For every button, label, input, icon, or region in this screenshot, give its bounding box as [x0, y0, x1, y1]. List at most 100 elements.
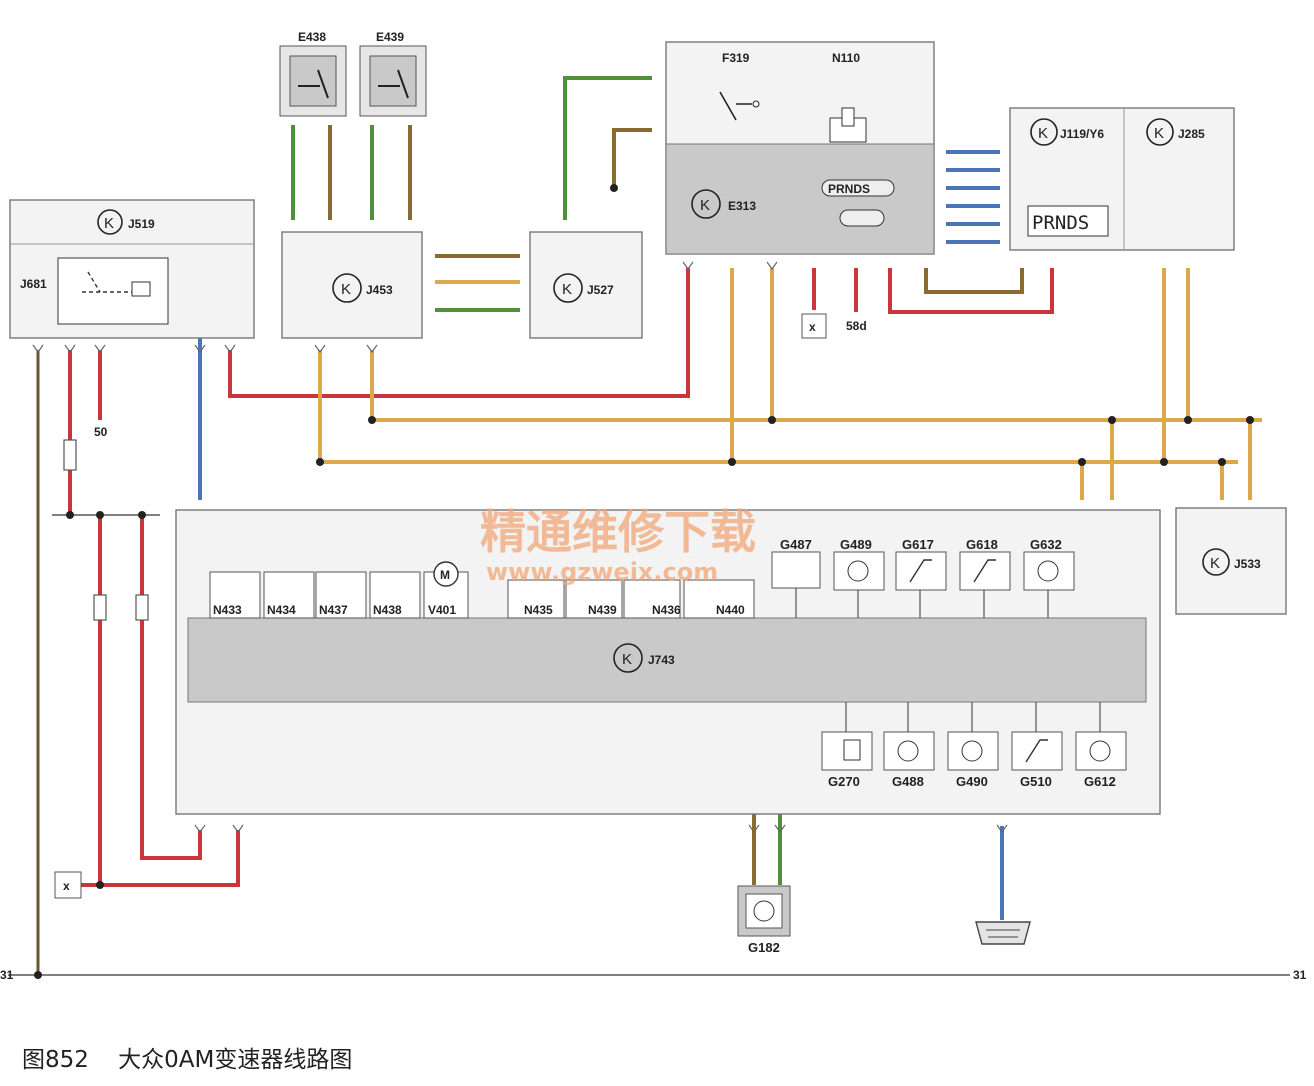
svg-text:N435: N435 [524, 603, 553, 617]
svg-text:G489: G489 [840, 537, 872, 552]
wires-e313-lower [730, 268, 1054, 462]
svg-text:N433: N433 [213, 603, 242, 617]
solenoid-n440: N440 [683, 579, 755, 619]
solenoid-n439: N439 [565, 579, 623, 619]
svg-text:N436: N436 [652, 603, 681, 617]
svg-text:J453: J453 [366, 283, 393, 297]
wires-e438-e439 [291, 125, 412, 220]
svg-text:M: M [440, 568, 450, 582]
module-j533: K J533 [1175, 507, 1287, 615]
svg-text:G632: G632 [1030, 537, 1062, 552]
svg-text:x: x [809, 320, 816, 334]
fuses [63, 439, 149, 621]
sensor-g487: G487 [771, 537, 821, 618]
watermark-url: www.gzweix.com [486, 558, 718, 586]
solenoid-n433: N433 [209, 571, 261, 619]
svg-text:K: K [1038, 125, 1048, 142]
svg-text:K: K [700, 197, 710, 214]
sensor-g618: G618 [959, 537, 1011, 618]
module-j119: K J119/Y6 PRNDS K J285 [1009, 107, 1235, 251]
solenoid-n436: N436 [623, 579, 681, 619]
svg-text:G487: G487 [780, 537, 812, 552]
module-j527: K J527 [529, 231, 643, 339]
sensor-g182: G182 [737, 885, 791, 955]
svg-text:K: K [622, 651, 632, 668]
label-f319: F319 [722, 51, 750, 65]
ground-label-left: 31 [0, 968, 14, 982]
figure-caption: 图852 大众0AM变速器线路图 [22, 1040, 352, 1074]
svg-text:G182: G182 [748, 940, 780, 955]
sensor-g612: G612 [1075, 702, 1127, 789]
svg-text:G488: G488 [892, 774, 924, 789]
solenoid-n435: N435 [507, 579, 565, 619]
svg-text:E313: E313 [728, 199, 756, 213]
solenoid-n438: N438 [369, 571, 421, 619]
svg-text:J527: J527 [587, 283, 614, 297]
svg-text:G510: G510 [1020, 774, 1052, 789]
wires-j519-power [52, 350, 240, 889]
svg-text:J285: J285 [1178, 127, 1205, 141]
wires-can-bus [318, 268, 1262, 500]
svg-text:x: x [63, 879, 70, 893]
diagnostic-connector-icon [975, 921, 1031, 945]
bus-junctions [316, 416, 1254, 466]
svg-text:E438: E438 [298, 30, 326, 44]
svg-text:N439: N439 [588, 603, 617, 617]
solenoid-n434: N434 [263, 571, 315, 619]
svg-text:G612: G612 [1084, 774, 1116, 789]
svg-text:J533: J533 [1234, 557, 1261, 571]
ground-bus-31: 31 31 [0, 350, 1307, 982]
svg-text:K: K [562, 281, 572, 298]
wire-brown-f319 [612, 128, 652, 188]
svg-text:N434: N434 [267, 603, 296, 617]
k-symbol: K [104, 215, 114, 232]
label-j681: J681 [20, 277, 47, 291]
wires-e313-j119 [946, 150, 1000, 244]
ground-label-right: 31 [1293, 968, 1307, 982]
module-j519: K J519 J681 [9, 199, 255, 339]
wire-green-j527-f319 [563, 76, 652, 220]
figure-title: 大众0AM变速器线路图 [118, 1047, 353, 1073]
switch-e438: E438 [279, 30, 347, 117]
svg-text:K: K [341, 281, 351, 298]
sensor-g489: G489 [833, 537, 885, 618]
terminal-50: 50 [94, 425, 108, 439]
sensor-g490: G490 [947, 702, 999, 789]
terminal-58d: 58d [846, 319, 867, 333]
watermark-text: 精通维修下载 [480, 505, 756, 559]
prnds-display: PRNDS [1032, 212, 1089, 234]
module-e313: F319 N110 K E313 PRNDS [665, 41, 935, 255]
svg-text:N438: N438 [373, 603, 402, 617]
prnds-selector: PRNDS [828, 182, 870, 196]
svg-text:K: K [1154, 125, 1164, 142]
switch-e439: E439 [359, 30, 427, 117]
svg-text:J743: J743 [648, 653, 675, 667]
svg-text:N440: N440 [716, 603, 745, 617]
figure-number: 图852 [22, 1047, 89, 1073]
svg-text:G617: G617 [902, 537, 934, 552]
connector-pins [32, 261, 1008, 834]
sensor-g632: G632 [1023, 537, 1075, 618]
svg-text:V401: V401 [428, 603, 456, 617]
svg-text:J119/Y6: J119/Y6 [1060, 127, 1104, 141]
label-n110: N110 [832, 51, 860, 65]
sensor-g617: G617 [895, 537, 947, 618]
terminal-x-left: x [54, 871, 82, 899]
svg-text:N437: N437 [319, 603, 348, 617]
solenoid-n437: N437 [315, 571, 367, 619]
wires-j453-j527 [435, 254, 520, 312]
sensor-g488: G488 [883, 702, 935, 789]
svg-text:G490: G490 [956, 774, 988, 789]
svg-text:E439: E439 [376, 30, 404, 44]
svg-text:G270: G270 [828, 774, 860, 789]
svg-text:G618: G618 [966, 537, 998, 552]
wire-red-j519-e313 [228, 268, 690, 398]
motor-v401: M V401 [423, 561, 469, 619]
sensor-g510: G510 [1011, 702, 1063, 789]
sensor-g270: G270 [821, 702, 873, 789]
module-j453: K J453 [281, 231, 423, 339]
label-j519: J519 [128, 217, 155, 231]
terminal-x-e313: x [801, 313, 827, 339]
svg-text:K: K [1210, 555, 1220, 572]
